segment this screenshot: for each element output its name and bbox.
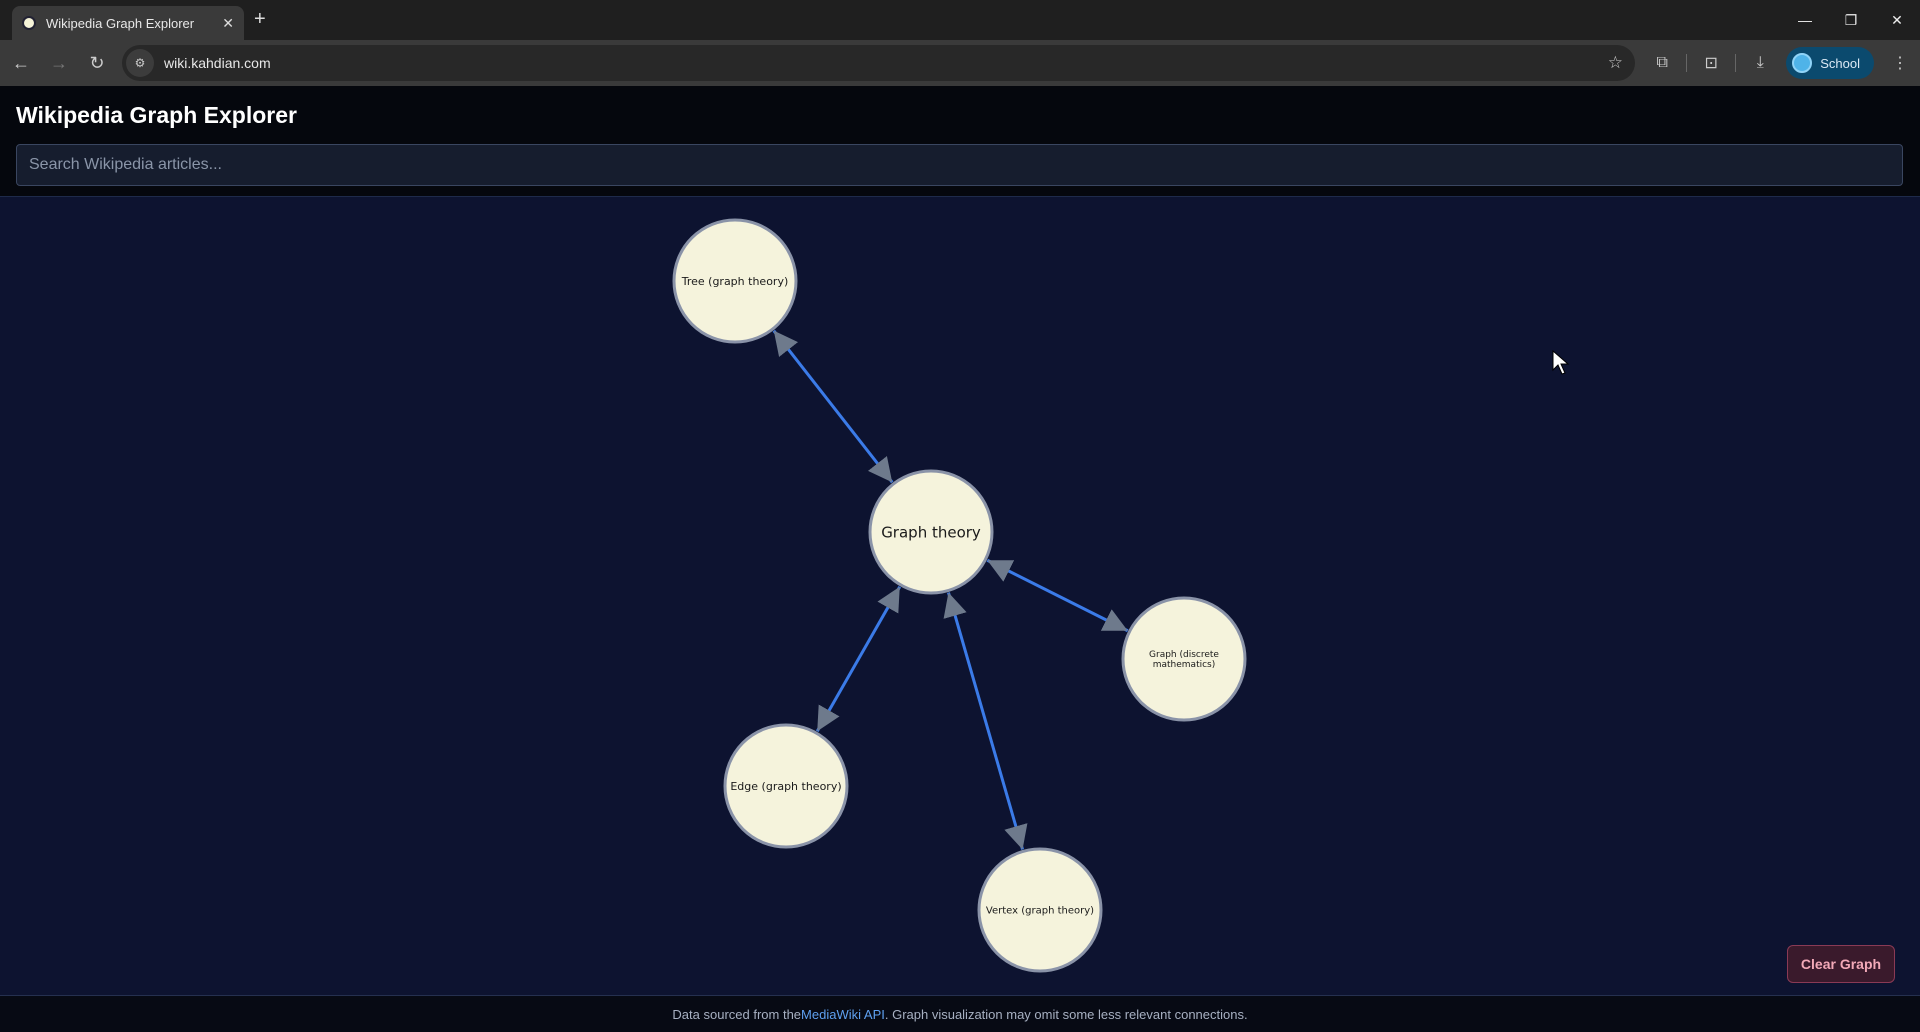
mediawiki-api-link[interactable]: MediaWiki API	[801, 1006, 885, 1022]
toolbar-actions: ⧉ ⊡ ⤓ School ⋮	[1642, 40, 1920, 86]
graph-edge	[815, 585, 902, 733]
node-label: Graph theory	[881, 523, 981, 541]
node-circle[interactable]	[672, 218, 798, 344]
graph-node-edge[interactable]: Edge (graph theory)	[723, 723, 849, 849]
toolbar-separator	[1735, 54, 1737, 72]
extensions-icon[interactable]: ⧉	[1656, 54, 1668, 71]
app-header: Wikipedia Graph Explorer	[0, 86, 1920, 197]
url-text[interactable]: wiki.kahdian.com	[164, 55, 271, 71]
page-title: Wikipedia Graph Explorer	[16, 102, 297, 128]
tab-title: Wikipedia Graph Explorer	[46, 15, 195, 31]
graph-node-vertex[interactable]: Vertex (graph theory)	[977, 847, 1103, 973]
node-label: Edge (graph theory)	[730, 780, 841, 793]
node-circle[interactable]	[868, 469, 994, 595]
close-window-button[interactable]: ✕	[1891, 11, 1903, 28]
search-tabs-icon[interactable]: ⊡	[1704, 55, 1718, 72]
graph-canvas[interactable]: Graph theory Tree (graph theory) Graph (di…	[0, 197, 1920, 995]
footer-suffix: . Graph visualization may omit some less…	[884, 1006, 1248, 1022]
node-label: mathematics)	[1153, 660, 1216, 670]
new-tab-button[interactable]: +	[254, 8, 266, 30]
graph-svg[interactable]: Graph theory Tree (graph theory) Graph (di…	[0, 197, 1920, 995]
footer: Data sourced from the MediaWiki API . Gr…	[0, 995, 1920, 1032]
clear-graph-button[interactable]: Clear Graph	[1787, 945, 1895, 983]
address-bar[interactable]: ⚙ wiki.kahdian.com ☆	[122, 45, 1635, 81]
profile-label: School	[1820, 55, 1860, 71]
minimize-button[interactable]: —	[1798, 12, 1812, 28]
site-info-icon[interactable]: ⚙	[126, 49, 154, 77]
favicon-icon	[22, 16, 36, 30]
browser-tab[interactable]: Wikipedia Graph Explorer ✕	[12, 6, 244, 40]
node-label: Vertex (graph theory)	[986, 906, 1094, 917]
search-input[interactable]	[16, 144, 1903, 186]
node-circle[interactable]	[723, 723, 849, 849]
footer-prefix: Data sourced from the	[672, 1006, 802, 1022]
nodes-layer: Graph theory Tree (graph theory) Graph (di…	[672, 218, 1247, 973]
profile-button[interactable]: School	[1786, 47, 1874, 79]
toolbar-separator	[1686, 54, 1688, 72]
reload-button[interactable]: ↻	[89, 52, 105, 73]
mouse-cursor-icon	[1552, 350, 1570, 375]
graph-edge	[772, 329, 894, 484]
edges-layer	[772, 329, 1129, 850]
browser-menu-icon[interactable]: ⋮	[1892, 55, 1908, 72]
node-circle[interactable]	[1121, 596, 1247, 722]
forward-button[interactable]: →	[50, 52, 68, 73]
tab-close-icon[interactable]: ✕	[222, 14, 234, 31]
node-circle[interactable]	[977, 847, 1103, 973]
profile-avatar-icon	[1792, 53, 1813, 73]
browser-titlebar: Wikipedia Graph Explorer ✕ + — ❐ ✕	[0, 0, 1920, 40]
graph-edge	[943, 592, 1028, 850]
restore-button[interactable]: ❐	[1844, 11, 1858, 28]
back-button[interactable]: ←	[12, 52, 30, 73]
node-label: Graph (discrete	[1149, 650, 1219, 660]
window-controls: — ❐ ✕	[1782, 0, 1920, 40]
download-icon[interactable]: ⤓	[1756, 54, 1764, 71]
node-label: Tree (graph theory)	[681, 275, 789, 288]
graph-edge	[986, 558, 1129, 633]
browser-toolbar: ← → ↻ ⚙ wiki.kahdian.com ☆ ⧉ ⊡ ⤓ School …	[0, 40, 1920, 86]
graph-node-graph-theory[interactable]: Graph theory	[868, 469, 994, 595]
graph-node-tree[interactable]: Tree (graph theory)	[672, 218, 798, 344]
bookmark-star-icon[interactable]: ☆	[1607, 53, 1623, 72]
